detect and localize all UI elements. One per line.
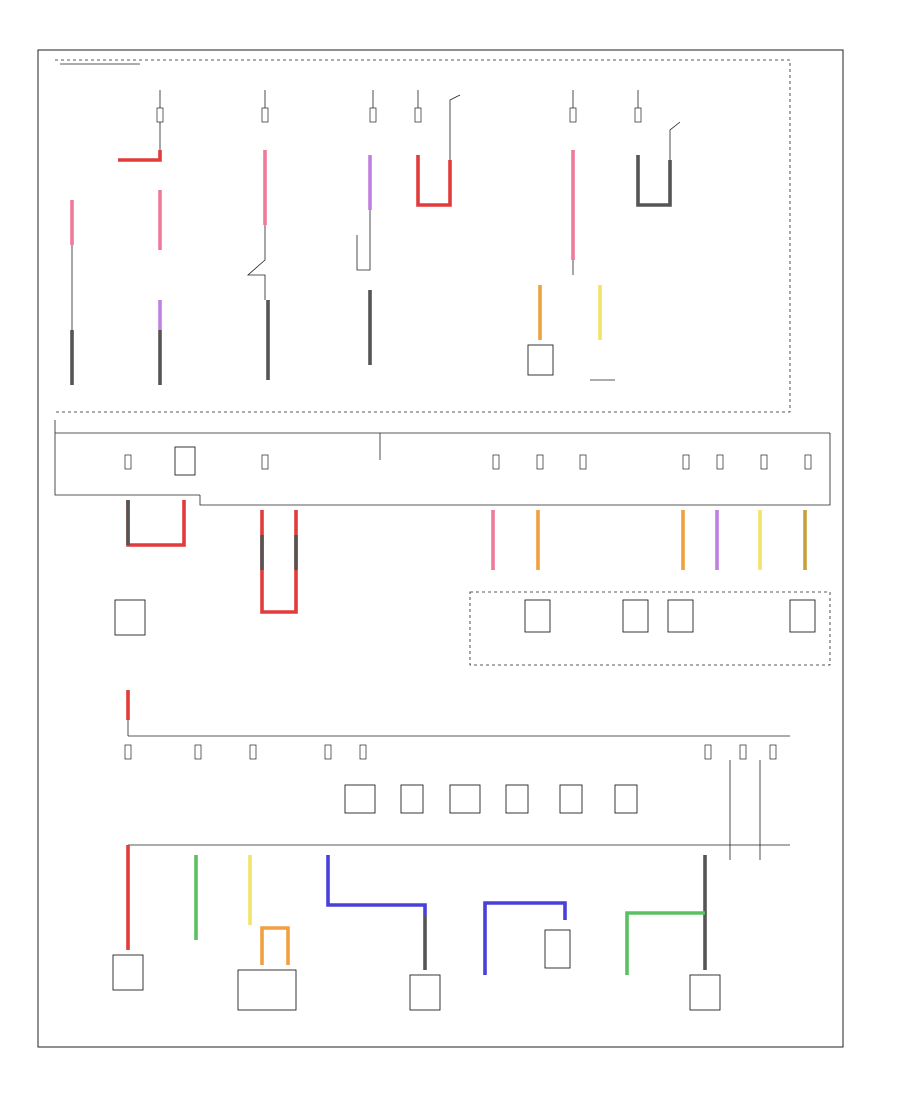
lower-section-wires [126, 845, 707, 975]
top-section-modules [527, 344, 615, 381]
lower-fuse-box [124, 690, 790, 860]
middle-fuse-box [54, 420, 831, 506]
lower-section-modules [112, 929, 721, 1011]
top-fuse-box-outline [55, 59, 791, 413]
top-fuse-row [156, 90, 642, 123]
middle-section-modules [114, 591, 831, 666]
diagram-border [37, 49, 844, 1048]
middle-section-wires [126, 500, 807, 614]
top-section-wires [70, 94, 681, 385]
